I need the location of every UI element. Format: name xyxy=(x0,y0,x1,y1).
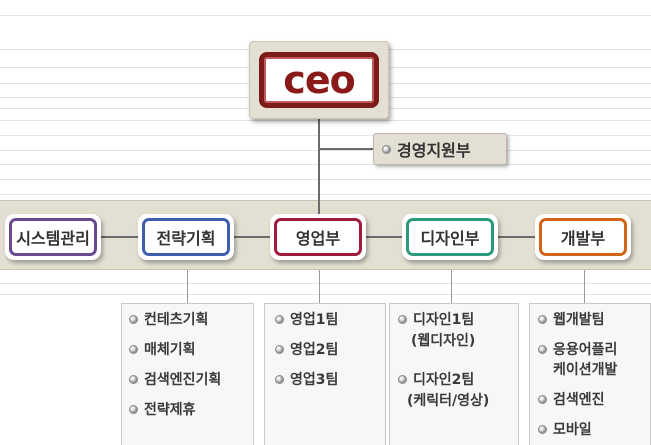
staff-connector-line xyxy=(319,148,373,150)
team-item: 모바일 xyxy=(538,420,592,440)
dept-frame xyxy=(9,218,97,256)
dept-frame xyxy=(539,218,627,256)
dept-label: 영업부 xyxy=(295,229,341,248)
background-rule xyxy=(0,150,651,151)
strategy-teams-panel: 컨테츠기획 매체기획 검색엔진기획 전략제휴 xyxy=(121,303,254,445)
team-item: 영업1팀 xyxy=(275,310,338,330)
team-item: 영업3팀 xyxy=(275,370,338,390)
team-item: 전략제휴 xyxy=(129,400,196,420)
team-label: 컨테츠기획 xyxy=(144,312,209,328)
team-label: 모바일 xyxy=(553,422,592,438)
dept-label: 디자인부 xyxy=(420,229,480,248)
dept-strategy-planning: 전략기획 xyxy=(138,214,234,260)
bullet-icon xyxy=(382,144,391,154)
background-rule xyxy=(0,194,651,195)
bullet-icon xyxy=(129,405,138,414)
bullet-icon xyxy=(275,375,284,384)
team-label: 웹개발팀 xyxy=(553,312,605,328)
dept-sales: 영업부 xyxy=(270,214,366,260)
bullet-icon xyxy=(129,375,138,384)
bullet-icon xyxy=(275,345,284,354)
ceo-node: ceo xyxy=(249,41,389,119)
dev-connector-line xyxy=(584,260,585,303)
bullet-icon xyxy=(538,315,547,324)
dept-frame xyxy=(274,218,362,256)
bullet-icon xyxy=(398,375,407,384)
team-item: 응용어플리 xyxy=(538,340,617,360)
background-rule xyxy=(0,179,651,180)
team-sub-label: 케이션개발 xyxy=(553,362,618,378)
team-item: 웹개발팀 xyxy=(538,310,605,330)
staff-label: 경영지원부 xyxy=(397,141,471,160)
team-sub-label: (웹디자인) xyxy=(411,333,476,349)
design-connector-line xyxy=(451,260,452,303)
dept-development: 개발부 xyxy=(535,214,631,260)
sales-teams-panel: 영업1팀 영업2팀 영업3팀 xyxy=(264,303,386,445)
dept-frame xyxy=(406,218,494,256)
bullet-icon xyxy=(538,395,547,404)
team-item: 검색엔진기획 xyxy=(129,370,221,390)
ceo-dept-connector-line xyxy=(318,200,320,214)
team-label: 영업2팀 xyxy=(290,342,339,358)
sales-connector-line xyxy=(319,260,320,303)
team-label: 전략제휴 xyxy=(144,402,196,418)
team-item: 디자인2팀 xyxy=(398,370,474,390)
background-rule xyxy=(0,120,651,121)
bullet-icon xyxy=(129,345,138,354)
team-item: 검색엔진 xyxy=(538,390,605,410)
team-label: 검색엔진 xyxy=(553,392,605,408)
background-rule xyxy=(0,294,651,295)
team-label: 응용어플리 xyxy=(553,342,618,358)
staff-node: 경영지원부 xyxy=(373,133,507,165)
design-teams-panel: 디자인1팀 (웹디자인) 디자인2팀 (케릭터/영상) xyxy=(389,303,519,445)
background-rule xyxy=(0,15,651,16)
bullet-icon xyxy=(538,345,547,354)
ceo-label: ceo xyxy=(283,58,355,102)
dept-label: 전략기획 xyxy=(156,229,216,248)
team-item: 영업2팀 xyxy=(275,340,338,360)
team-sub-label: (케릭터/영상) xyxy=(407,393,490,409)
dept-design: 디자인부 xyxy=(402,214,498,260)
team-item: 매체기획 xyxy=(129,340,196,360)
dept-label: 시스템관리 xyxy=(16,229,90,248)
ceo-badge: ceo xyxy=(259,52,379,108)
background-rule xyxy=(0,135,651,136)
team-item-sub: (웹디자인) xyxy=(411,331,475,351)
team-label: 매체기획 xyxy=(144,342,196,358)
team-label: 영업3팀 xyxy=(290,372,339,388)
team-item: 컨테츠기획 xyxy=(129,310,208,330)
dept-label: 개발부 xyxy=(560,229,606,248)
team-item-sub: (케릭터/영상) xyxy=(407,391,489,411)
background-rule xyxy=(0,283,651,284)
team-item: 디자인1팀 xyxy=(398,310,474,330)
ceo-connector-line xyxy=(318,119,320,200)
team-label: 디자인1팀 xyxy=(413,312,475,328)
team-label: 디자인2팀 xyxy=(413,372,475,388)
dept-system-management: 시스템관리 xyxy=(5,214,101,260)
bullet-icon xyxy=(538,425,547,434)
bullet-icon xyxy=(129,315,138,324)
bullet-icon xyxy=(398,315,407,324)
bullet-icon xyxy=(275,315,284,324)
team-item-sub: 케이션개발 xyxy=(553,360,617,380)
team-label: 검색엔진기획 xyxy=(144,372,222,388)
team-label: 영업1팀 xyxy=(290,312,339,328)
strategy-connector-line xyxy=(187,260,188,303)
dept-frame xyxy=(142,218,230,256)
background-rule xyxy=(0,164,651,165)
dev-teams-panel: 웹개발팀 응용어플리 케이션개발 검색엔진 모바일 xyxy=(529,303,651,445)
